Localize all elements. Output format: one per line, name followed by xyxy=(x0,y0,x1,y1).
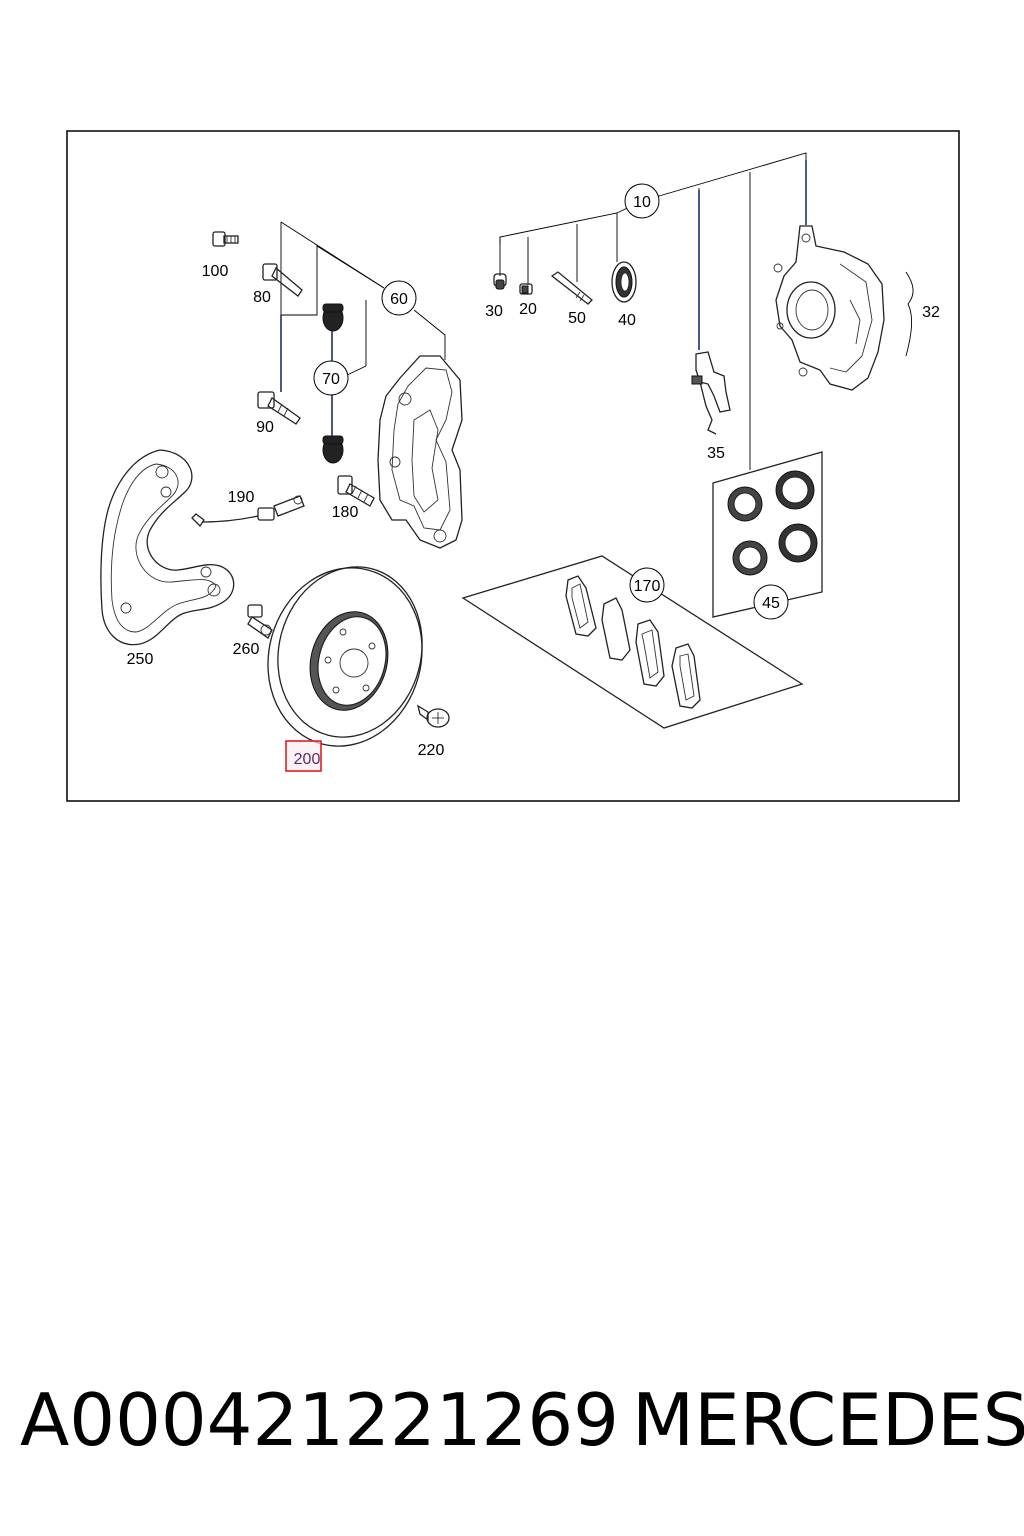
bleeder-20 xyxy=(519,283,533,295)
wear-sensor-190 xyxy=(191,495,305,528)
bolt-80 xyxy=(262,263,303,297)
cap-30 xyxy=(493,273,507,290)
label-32[interactable]: 32 xyxy=(922,304,940,321)
part-number: A000421221269 xyxy=(20,1378,619,1462)
label-50[interactable]: 50 xyxy=(568,310,586,327)
highlight-200[interactable]: 200 xyxy=(285,740,322,772)
brake-disc-200 xyxy=(267,566,423,747)
bolt-100 xyxy=(212,231,239,247)
seal-40 xyxy=(611,261,637,303)
label-200: 200 xyxy=(294,751,321,768)
label-220[interactable]: 220 xyxy=(418,742,445,759)
label-100[interactable]: 100 xyxy=(202,263,229,280)
dust-shield-250 xyxy=(100,449,235,646)
bolt-90 xyxy=(257,391,301,425)
callout-label-45: 45 xyxy=(762,595,780,612)
caliper-housing-32 xyxy=(773,225,914,391)
callout-label-70: 70 xyxy=(322,371,340,388)
label-30[interactable]: 30 xyxy=(485,303,503,320)
label-190[interactable]: 190 xyxy=(228,489,255,506)
screw-220 xyxy=(416,704,450,728)
spring-clip-35 xyxy=(691,351,731,435)
label-40[interactable]: 40 xyxy=(618,312,636,329)
callout-label-60: 60 xyxy=(390,291,408,308)
callout-45[interactable]: 45 xyxy=(753,584,789,620)
seal-kit-45 xyxy=(712,451,823,618)
label-80[interactable]: 80 xyxy=(253,289,271,306)
callout-170[interactable]: 170 xyxy=(629,567,665,603)
label-260[interactable]: 260 xyxy=(233,641,260,658)
pin-50 xyxy=(550,271,593,305)
label-35[interactable]: 35 xyxy=(707,445,725,462)
diagram-frame xyxy=(66,130,960,802)
screw-260 xyxy=(247,604,273,639)
callout-label-10: 10 xyxy=(633,194,651,211)
bolt-180 xyxy=(337,475,375,507)
brake-pads-170 xyxy=(461,555,804,729)
callout-label-170: 170 xyxy=(634,578,661,595)
label-180[interactable]: 180 xyxy=(332,504,359,521)
caliper-carrier-60 xyxy=(377,355,463,549)
label-20[interactable]: 20 xyxy=(519,301,537,318)
caption: A000421221269 MERCEDES xyxy=(0,1378,1024,1468)
callout-70[interactable]: 70 xyxy=(313,360,349,396)
callout-60[interactable]: 60 xyxy=(381,280,417,316)
label-250[interactable]: 250 xyxy=(127,651,154,668)
manufacturer: MERCEDES xyxy=(632,1378,1024,1462)
leader-lines-60-70 xyxy=(280,221,446,440)
label-90[interactable]: 90 xyxy=(256,419,274,436)
callout-10[interactable]: 10 xyxy=(624,183,660,219)
bushings-70 xyxy=(322,303,344,464)
